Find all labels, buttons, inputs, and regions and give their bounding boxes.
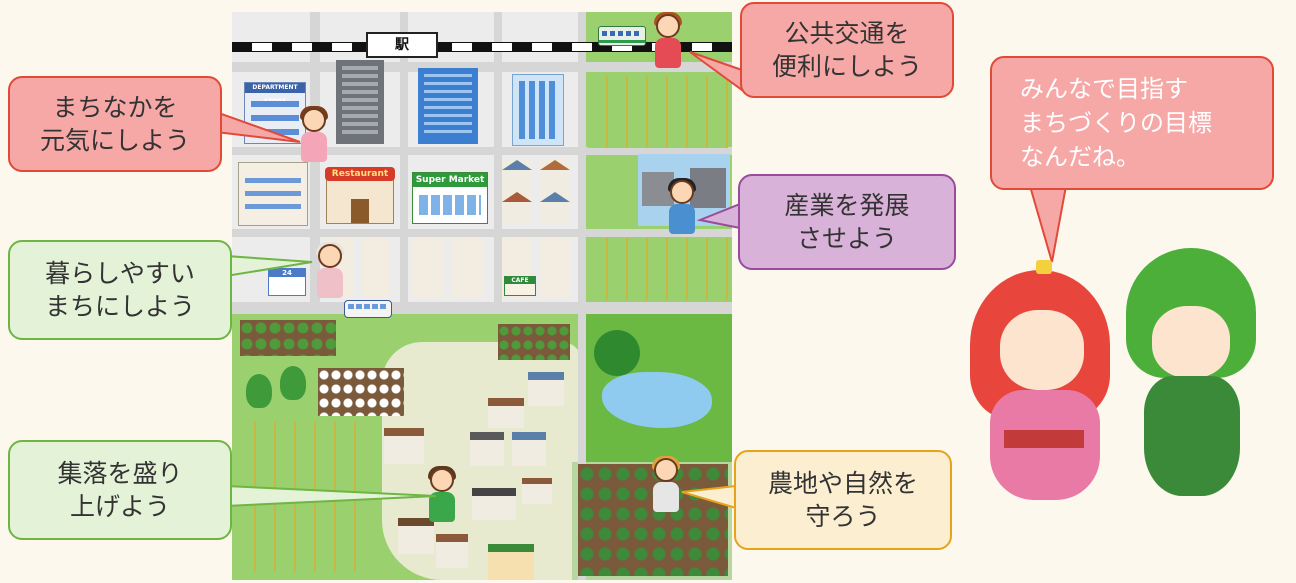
pond bbox=[602, 372, 712, 428]
village-house bbox=[384, 428, 424, 464]
mascot-red-girl bbox=[950, 240, 1130, 540]
woman-downtown-icon bbox=[296, 106, 332, 164]
road bbox=[494, 12, 502, 312]
station-sign: 駅 bbox=[366, 32, 438, 58]
town-map: 駅 DEPARTMENT STORE Restaurant Super Mark… bbox=[232, 12, 732, 580]
face bbox=[1152, 306, 1230, 378]
houses bbox=[502, 160, 574, 224]
bubble-nature: 農地や自然を 守ろう bbox=[734, 450, 952, 550]
apartment-building bbox=[238, 162, 308, 226]
road bbox=[232, 229, 732, 237]
crown-icon bbox=[1036, 260, 1052, 274]
office-tower-blue bbox=[418, 68, 478, 144]
railway bbox=[232, 42, 732, 52]
bus bbox=[344, 300, 392, 318]
road bbox=[578, 12, 586, 580]
cafe: CAFE bbox=[504, 276, 536, 296]
supermarket: Super Market bbox=[412, 172, 488, 224]
vegetable-plot bbox=[318, 368, 404, 416]
train bbox=[598, 26, 646, 46]
vegetable-plot bbox=[240, 320, 336, 356]
village-house bbox=[528, 372, 564, 406]
road bbox=[232, 147, 732, 155]
bubble-goal: みんなで目指す まちづくりの目標 なんだね。 bbox=[990, 56, 1274, 190]
station-label: 駅 bbox=[395, 37, 409, 53]
restaurant-sign: Restaurant bbox=[331, 169, 389, 179]
vegetable-plot bbox=[498, 324, 570, 360]
restaurant: Restaurant bbox=[325, 167, 395, 224]
bubble-transit: 公共交通を 便利にしよう bbox=[740, 2, 954, 98]
convenience-store: 24 bbox=[268, 268, 306, 296]
bubble-downtown: まちなかを 元気にしよう bbox=[8, 76, 222, 172]
tree bbox=[246, 374, 272, 408]
tree bbox=[280, 366, 306, 400]
rice-field bbox=[588, 76, 728, 148]
village-house bbox=[488, 398, 524, 428]
bubble-village: 集落を盛り 上げよう bbox=[8, 440, 232, 540]
sash bbox=[1004, 430, 1084, 448]
houses bbox=[412, 238, 486, 298]
office-building bbox=[512, 74, 564, 146]
green-outfit bbox=[1144, 376, 1240, 496]
face bbox=[1000, 310, 1084, 390]
bubble-livable: 暮らしやすい まちにしよう bbox=[8, 240, 232, 340]
mascot-green-boy bbox=[1110, 226, 1280, 526]
village-house bbox=[512, 432, 546, 466]
village-house bbox=[470, 432, 504, 466]
village-shop bbox=[488, 544, 534, 580]
vegetable-plot bbox=[578, 464, 728, 576]
farmer-icon bbox=[648, 456, 684, 514]
bubble-industry: 産業を発展 させよう bbox=[738, 174, 956, 270]
village-house bbox=[472, 488, 516, 520]
road bbox=[310, 12, 320, 312]
cafe-sign: CAFE bbox=[505, 277, 535, 284]
rice-field bbox=[588, 238, 728, 300]
worker-industry-icon bbox=[664, 178, 700, 236]
village-house bbox=[436, 534, 468, 568]
road bbox=[232, 62, 732, 72]
village-house bbox=[398, 518, 434, 554]
woman-transit-icon bbox=[650, 12, 686, 70]
elderly-woman-icon bbox=[312, 242, 348, 300]
office-tower-gray bbox=[336, 60, 384, 144]
tree bbox=[594, 330, 640, 376]
convenience-store-sign: 24 bbox=[282, 269, 292, 277]
village-house bbox=[522, 478, 552, 504]
man-village-icon bbox=[424, 466, 460, 524]
supermarket-sign: Super Market bbox=[415, 175, 485, 185]
road bbox=[400, 12, 408, 312]
